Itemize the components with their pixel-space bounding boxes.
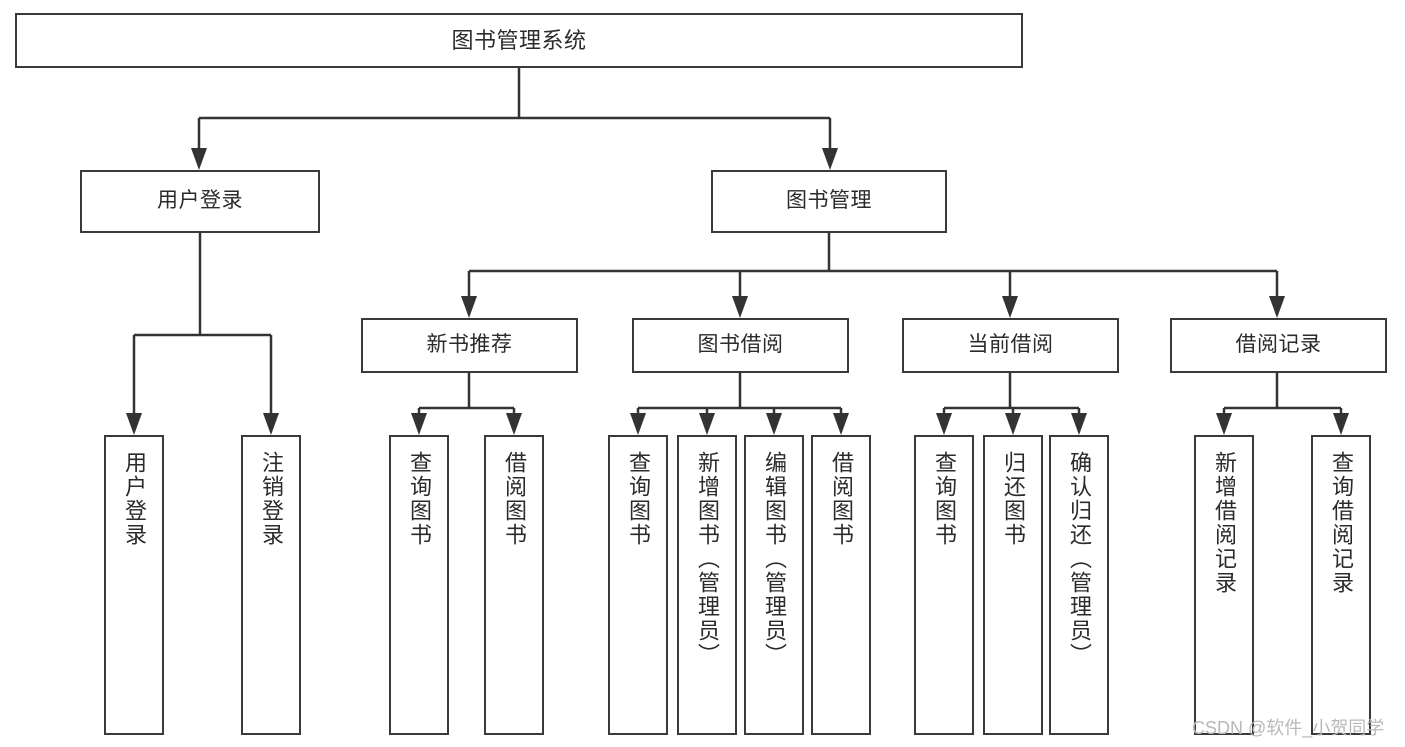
new-book-rec-to-leaves-arrowhead-0: [411, 413, 427, 435]
node-label: 编辑图书（管理员）: [762, 451, 787, 667]
node-leaf-confirm-return[interactable]: 确认归还（管理员）: [1049, 435, 1109, 735]
book-manage-to-level3-arrowhead-3: [1269, 296, 1285, 318]
current-borrow-to-leaves-arrowhead-1: [1005, 413, 1021, 435]
node-leaf-query-book-2[interactable]: 查询图书: [608, 435, 668, 735]
node-leaf-add-book[interactable]: 新增图书（管理员）: [677, 435, 737, 735]
node-label: 查询借阅记录: [1329, 451, 1354, 595]
node-book-borrow[interactable]: 图书借阅: [632, 318, 849, 373]
node-label: 查询图书: [932, 451, 957, 547]
node-label: 注销登录: [259, 451, 284, 547]
node-label: 查询图书: [626, 451, 651, 547]
node-label: 用户登录: [122, 451, 147, 547]
node-label: 用户登录: [157, 189, 243, 213]
node-label: 借阅图书: [829, 451, 854, 547]
node-label: 图书管理系统: [451, 27, 587, 53]
node-leaf-return-book[interactable]: 归还图书: [983, 435, 1043, 735]
new-book-rec-to-leaves-arrowhead-1: [506, 413, 522, 435]
book-borrow-to-leaves-arrowhead-0: [630, 413, 646, 435]
root-to-level2-arrowhead-1: [822, 148, 838, 170]
node-label: 图书管理: [786, 189, 872, 213]
book-manage-to-level3-arrowhead-0: [461, 296, 477, 318]
csdn-watermark: CSDN @软件_小贺同学: [1192, 718, 1385, 738]
node-label: 确认归还（管理员）: [1067, 451, 1092, 667]
book-manage-to-level3-arrowhead-2: [1002, 296, 1018, 318]
node-label: 新增借阅记录: [1212, 451, 1237, 595]
root-to-level2-arrowhead-0: [191, 148, 207, 170]
node-label: 借阅记录: [1235, 333, 1322, 357]
node-leaf-query-book-1[interactable]: 查询图书: [389, 435, 449, 735]
node-label: 当前借阅: [967, 333, 1054, 357]
current-borrow-to-leaves-arrowhead-0: [936, 413, 952, 435]
node-new-book-rec[interactable]: 新书推荐: [361, 318, 578, 373]
node-leaf-logout[interactable]: 注销登录: [241, 435, 301, 735]
node-label: 归还图书: [1001, 451, 1026, 547]
current-borrow-to-leaves-arrowhead-2: [1071, 413, 1087, 435]
node-label: 新书推荐: [426, 333, 513, 357]
node-leaf-borrow-book-1[interactable]: 借阅图书: [484, 435, 544, 735]
borrow-record-to-leaves-arrowhead-1: [1333, 413, 1349, 435]
node-borrow-record[interactable]: 借阅记录: [1170, 318, 1387, 373]
book-manage-to-level3-arrowhead-1: [732, 296, 748, 318]
node-leaf-edit-book[interactable]: 编辑图书（管理员）: [744, 435, 804, 735]
book-borrow-to-leaves-arrowhead-3: [833, 413, 849, 435]
user-login-to-leaves-arrowhead-0: [126, 413, 142, 435]
node-leaf-user-login[interactable]: 用户登录: [104, 435, 164, 735]
node-leaf-query-book-3[interactable]: 查询图书: [914, 435, 974, 735]
node-book-manage[interactable]: 图书管理: [711, 170, 947, 233]
borrow-record-to-leaves-arrowhead-0: [1216, 413, 1232, 435]
node-label: 新增图书（管理员）: [695, 451, 720, 667]
node-label: 借阅图书: [502, 451, 527, 547]
node-root[interactable]: 图书管理系统: [15, 13, 1023, 68]
node-leaf-borrow-book-2[interactable]: 借阅图书: [811, 435, 871, 735]
node-label: 查询图书: [407, 451, 432, 547]
book-borrow-to-leaves-arrowhead-2: [766, 413, 782, 435]
node-leaf-add-record[interactable]: 新增借阅记录: [1194, 435, 1254, 735]
node-leaf-query-record[interactable]: 查询借阅记录: [1311, 435, 1371, 735]
node-label: 图书借阅: [697, 333, 784, 357]
node-user-login[interactable]: 用户登录: [80, 170, 320, 233]
user-login-to-leaves-arrowhead-1: [263, 413, 279, 435]
node-current-borrow[interactable]: 当前借阅: [902, 318, 1119, 373]
book-borrow-to-leaves-arrowhead-1: [699, 413, 715, 435]
